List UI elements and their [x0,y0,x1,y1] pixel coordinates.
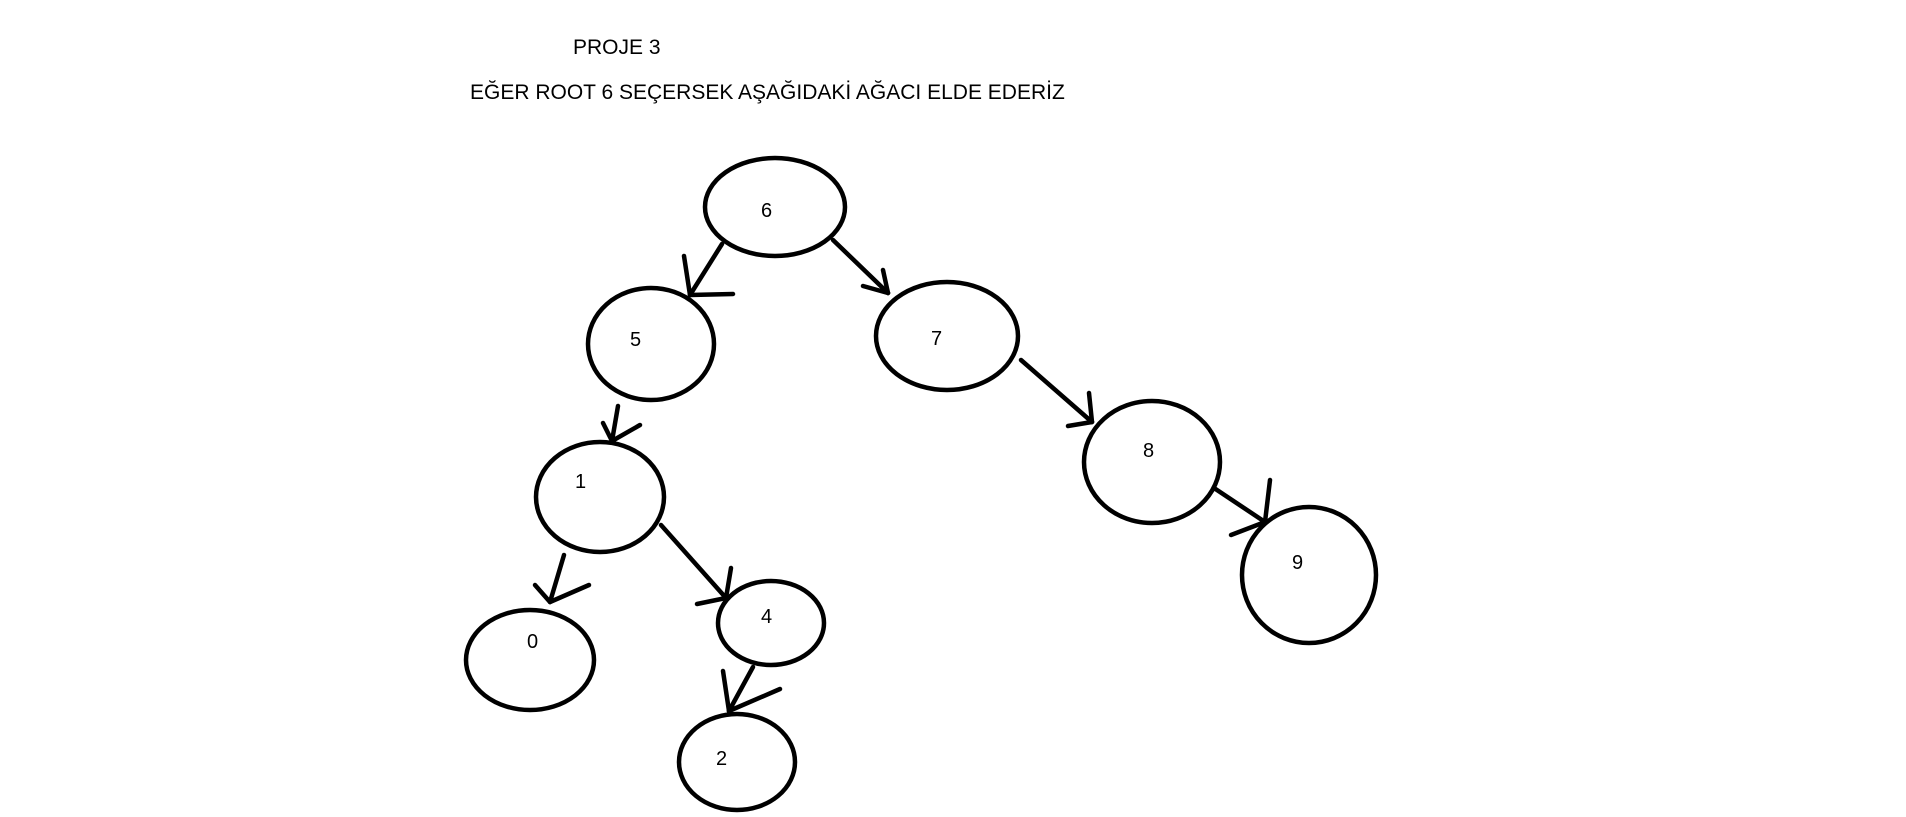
edge-5-to-1 [600,403,643,444]
edge-1-to-0 [532,552,592,605]
tree-node: 1 [533,439,667,555]
tree-node: 8 [1081,398,1223,526]
tree-node: 9 [1239,504,1379,646]
edge-4-to-2 [720,664,783,714]
node-label: 1 [575,471,586,493]
edge-6-to-5 [681,241,736,298]
tree-node: 4 [715,578,827,668]
edge-7-to-8 [1018,357,1095,429]
page-subtitle: EĞER ROOT 6 SEÇERSEK AŞAĞIDAKİ AĞACI ELD… [470,81,1065,104]
edge-1-to-4 [658,522,734,607]
node-label: 4 [761,606,772,628]
page-title: PROJE 3 [573,36,661,59]
edge-8-to-9 [1211,477,1273,538]
node-label: 6 [761,200,772,222]
node-label: 0 [527,631,538,653]
node-label: 2 [716,748,727,770]
node-label: 5 [630,329,641,351]
tree-node: 2 [676,711,798,813]
tree-node: 6 [702,155,848,259]
node-label: 9 [1292,552,1303,574]
node-label: 8 [1143,440,1154,462]
node-label: 7 [931,328,942,350]
tree-node: 0 [463,607,597,713]
tree-node: 5 [585,285,717,403]
tree-node: 7 [873,279,1021,393]
edge-6-to-7 [830,237,891,296]
